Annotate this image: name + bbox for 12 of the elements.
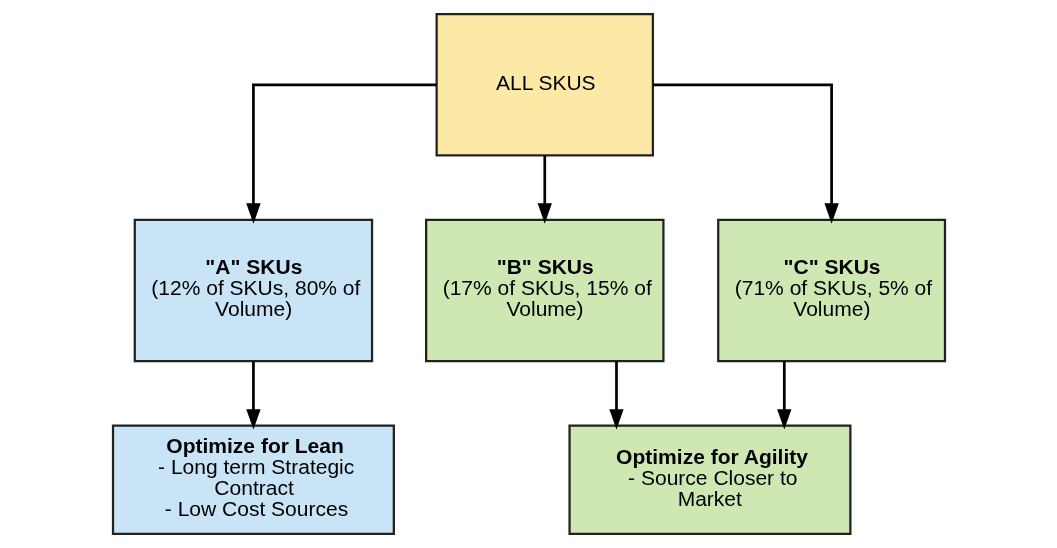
- arrow: [652, 83, 839, 224]
- node-box: "A" SKUs (12% of SKUs, 80% of Volume): [133, 218, 373, 363]
- node-box: "C" SKUs (71% of SKUs, 5% of Volume): [716, 218, 946, 363]
- arrow: [245, 83, 436, 224]
- arrow: [537, 155, 552, 224]
- arrow: [776, 361, 791, 430]
- node-box: Optimize for Agility - Source Closer to Market: [567, 424, 851, 535]
- node-box: ALL SKUS: [435, 13, 654, 157]
- node-box: Optimize for Lean - Long term Strategic Contract - Low Cost Sources: [111, 424, 395, 535]
- node-box: "B" SKUs (17% of SKUs, 15% of Volume): [424, 218, 665, 363]
- arrow: [245, 361, 261, 430]
- arrow: [608, 361, 624, 430]
